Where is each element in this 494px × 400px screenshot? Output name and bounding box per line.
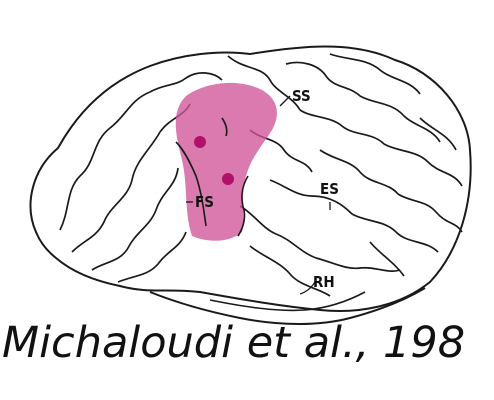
label-ss: SS [292, 87, 311, 105]
label-fs: FS [195, 193, 214, 211]
label-rh: RH [313, 273, 335, 291]
citation-caption: Michaloudi et al., 198 [2, 318, 465, 368]
electrode-dot-lower [222, 173, 234, 185]
label-es: ES [320, 180, 339, 198]
electrode-dot-upper [194, 136, 206, 148]
